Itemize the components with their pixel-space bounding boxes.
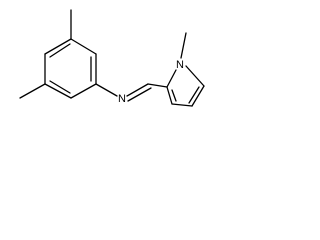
pyrrole-bond: [171, 103, 193, 107]
pyrrole-bond: [166, 69, 177, 88]
benzene-bond: [70, 83, 97, 99]
benzene-bond: [44, 83, 72, 99]
benzene-bond: [44, 38, 72, 55]
pyrrole-double-bond: [171, 89, 177, 102]
methyl-bond-bottom-left: [19, 83, 46, 99]
pyrrole-nitrogen-label: N: [176, 59, 184, 71]
pyrrole-ring: [166, 65, 205, 107]
imine-double-bond: [126, 83, 149, 97]
chemical-structure-diagram: N N: [19, 9, 205, 107]
imine-double-bond: [127, 87, 152, 102]
imine-nitrogen-label: N: [118, 93, 126, 105]
benzene-double-bond: [49, 80, 71, 94]
pyrrole-bond: [191, 85, 205, 107]
methine-pyrrole-bond: [147, 83, 168, 88]
benzene-double-bond: [49, 43, 71, 58]
pyrrole-bond: [185, 65, 205, 87]
n-methyl-bond: [180, 32, 187, 59]
aryl-nitrogen-bond: [95, 83, 118, 97]
pyrrole-double-bond: [188, 86, 200, 104]
benzene-bond: [70, 38, 97, 55]
benzene-ring: [44, 38, 97, 99]
pyrrole-bond: [166, 86, 173, 105]
